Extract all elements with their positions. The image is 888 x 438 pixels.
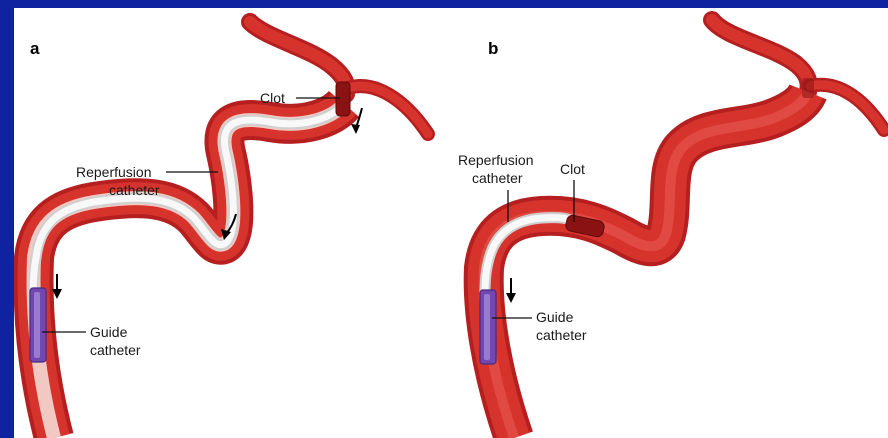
panel-a-guide-label-line1: Guide — [90, 324, 128, 340]
figure-background: a Clot Reperfusion catheter Guide cathet… — [14, 8, 888, 438]
panel-a: a Clot Reperfusion catheter Guide cathet… — [30, 22, 428, 438]
panel-b-letter: b — [488, 39, 498, 58]
panel-b-main-vessel — [484, 92, 808, 438]
panel-a-reperfusion-label-line1: Reperfusion — [76, 164, 152, 180]
catheter-diagram: a Clot Reperfusion catheter Guide cathet… — [14, 8, 888, 438]
panel-a-reperfusion-label-line2: catheter — [109, 182, 160, 198]
panel-b: b Reperfusion catheter Clot Guide cathet… — [458, 20, 884, 438]
panel-a-letter: a — [30, 39, 40, 58]
panel-a-guide-label-line2: catheter — [90, 342, 141, 358]
panel-b-guide-label-line2: catheter — [536, 327, 587, 343]
panel-b-flow-arrow — [506, 278, 516, 303]
panel-a-clot-label: Clot — [260, 90, 285, 106]
panel-b-clot-label: Clot — [560, 161, 585, 177]
panel-a-clot — [336, 82, 350, 116]
panel-b-upper-clot — [802, 78, 814, 98]
panel-b-reperfusion-label-line1: Reperfusion — [458, 152, 534, 168]
panel-b-guide-label-line1: Guide — [536, 309, 574, 325]
panel-b-reperfusion-label-line2: catheter — [472, 170, 523, 186]
panel-a-main-vessel — [34, 104, 344, 438]
